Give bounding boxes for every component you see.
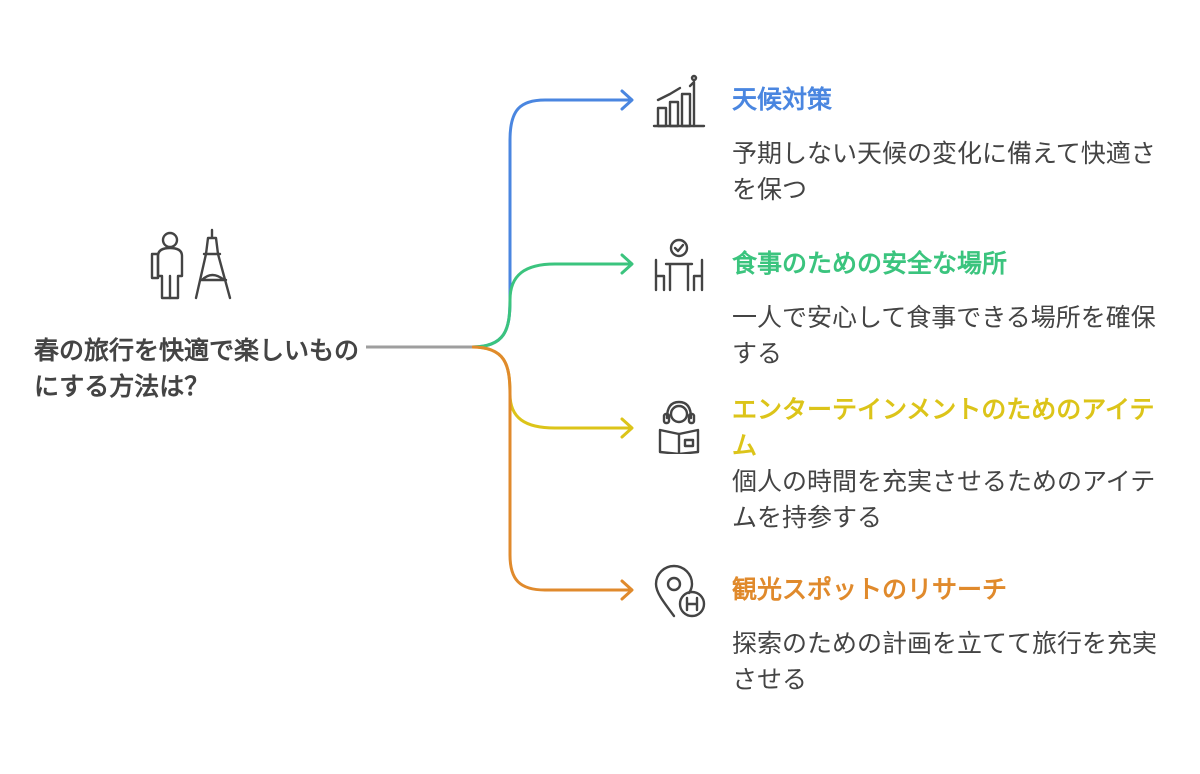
branch-description-weather: 予期しない天候の変化に備えて快適さを保つ — [732, 139, 1156, 204]
traveler-eiffel-tower-icon — [150, 228, 232, 300]
branch-arrowhead-sightseeing — [620, 579, 634, 601]
branch-title-sightseeing: 観光スポットのリサーチ — [732, 575, 1008, 604]
branch-connector-line-weather — [471, 98, 630, 349]
branch-arrowhead-weather — [620, 89, 634, 111]
headphones-book-icon — [658, 400, 700, 454]
dining-table-icon — [654, 238, 704, 292]
branch-description-dining: 一人で安心して食事できる場所を確保する — [732, 303, 1156, 368]
branch-title-entertainment: エンターテインメントのためのアイテム — [732, 395, 1155, 460]
central-question-title: 春の旅行を快適で楽しいものにする方法は？ — [34, 336, 360, 401]
branch-description-entertainment: 個人の時間を充実させるためのアイテムを持参する — [732, 467, 1156, 532]
weather-chart-icon — [652, 74, 706, 128]
branch-arrowhead-entertainment — [620, 417, 634, 439]
branch-arrowhead-dining — [620, 253, 634, 275]
branch-connector-line-entertainment — [471, 345, 630, 430]
branch-connector-line-sightseeing — [471, 345, 630, 592]
branch-title-dining: 食事のための安全な場所 — [732, 249, 1008, 278]
branch-description-sightseeing: 探索のための計画を立てて旅行を充実させる — [732, 629, 1158, 694]
branch-title-weather: 天候対策 — [732, 85, 833, 114]
branch-connector-line-dining — [471, 262, 630, 349]
map-pin-hotel-icon — [654, 564, 706, 618]
